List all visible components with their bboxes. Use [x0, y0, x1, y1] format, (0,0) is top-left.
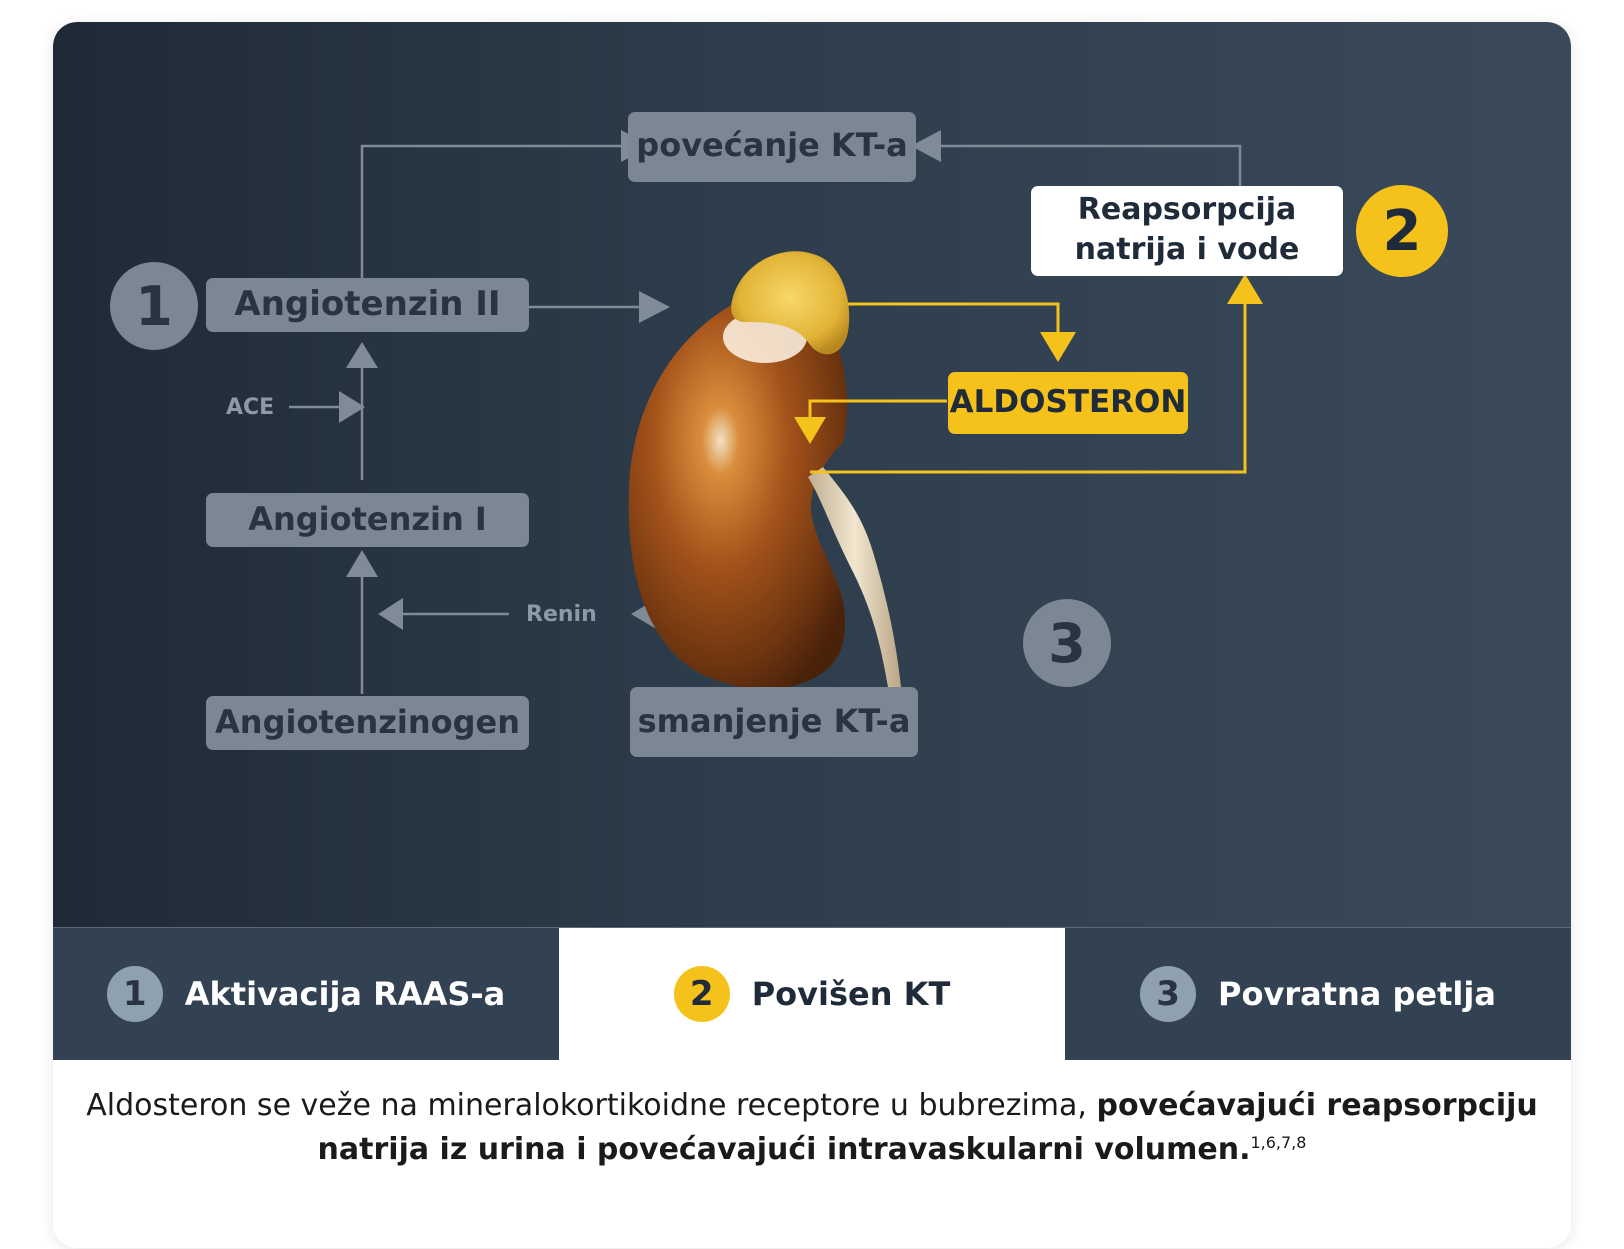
caption-plain: Aldosteron se veže na mineralokortikoidn…	[86, 1088, 1097, 1123]
box-bp-increase	[628, 112, 916, 182]
box-angiotensinogen	[206, 696, 529, 750]
arrowhead-top-right	[911, 130, 941, 162]
kidney-illustration	[628, 251, 901, 689]
raas-diagram: povećanje KT-a Reapsorpcija natrija i vo…	[53, 22, 1571, 927]
box-bp-decrease	[630, 687, 918, 757]
reabsorption-line1: Reapsorpcija	[1077, 192, 1297, 227]
tab-3-number: 3	[1140, 966, 1197, 1022]
gray-connectors	[289, 144, 1242, 694]
reabsorption-line2: natrija i vode	[1074, 232, 1300, 267]
marker-1-number: 1	[135, 274, 173, 338]
tab-3-label: Povratna petlja	[1218, 975, 1496, 1013]
marker-2-number: 2	[1382, 198, 1422, 264]
arrowhead-to-ang2	[346, 342, 378, 368]
box-angiotensin2	[206, 278, 529, 332]
kidney-shape	[628, 288, 847, 689]
diagram-graphics	[110, 112, 1448, 757]
arrowhead-ang2-kidney	[639, 291, 670, 323]
line-ang2-to-top	[360, 144, 621, 280]
line-aldo-to-kidney	[808, 399, 947, 417]
tab-feedback-loop[interactable]: 3 Povratna petlja	[1065, 928, 1571, 1060]
ace-label: ACE	[226, 395, 275, 420]
angiotensin2-label: Angiotenzin II	[234, 284, 501, 324]
tab-1-number: 1	[106, 966, 163, 1022]
yellow-arrowheads	[794, 274, 1263, 444]
reabsorption-label: Reapsorpcija natrija i vode	[1031, 190, 1343, 270]
caption-text: Aldosteron se veže na mineralokortikoidn…	[53, 1084, 1571, 1172]
arrowhead-to-kidney	[794, 417, 826, 444]
bp-decrease-label: smanjenje KT-a	[637, 702, 911, 740]
arrowhead-ace	[339, 391, 365, 423]
line-kidney-to-reabs	[810, 304, 1247, 474]
arrowhead-renin-left	[378, 598, 403, 630]
renin-label: Renin	[526, 602, 597, 627]
yellow-connectors	[808, 302, 1247, 474]
box-reabsorption	[1031, 186, 1343, 276]
arrowhead-to-reabs	[1227, 274, 1263, 304]
tab-1-label: Aktivacija RAAS-a	[184, 975, 506, 1013]
aldosterone-label: ALDOSTERON	[949, 384, 1187, 420]
tab-2-label: Povišen KT	[751, 975, 951, 1013]
arrowhead-to-aldo	[1040, 332, 1076, 362]
angiotensinogen-label: Angiotenzinogen	[215, 703, 520, 741]
box-aldosterone	[948, 372, 1188, 434]
marker-1-circle	[110, 262, 198, 350]
diagram-card: povećanje KT-a Reapsorpcija natrija i vo…	[53, 22, 1571, 1248]
box-angiotensin1	[206, 493, 529, 547]
caption-references: 1,6,7,8	[1250, 1133, 1307, 1152]
caption-bold: povećavajući reapsorpciju natrija iz uri…	[317, 1088, 1538, 1167]
arrowhead-to-ang1	[346, 550, 378, 577]
adrenal-gland	[731, 251, 850, 355]
tab-elevated-bp[interactable]: 2 Povišen KT	[559, 928, 1065, 1060]
marker-3-circle	[1023, 599, 1111, 687]
angiotensin1-label: Angiotenzin I	[248, 500, 487, 538]
line-adrenal-to-aldo	[848, 302, 1060, 332]
tab-2-number: 2	[673, 966, 730, 1022]
ureter-shape	[808, 467, 901, 687]
line-reabs-to-top	[941, 144, 1242, 192]
tab-raas-activation[interactable]: 1 Aktivacija RAAS-a	[53, 928, 559, 1060]
marker-2-circle	[1356, 185, 1448, 277]
bp-increase-label: povećanje KT-a	[636, 126, 908, 164]
step-tabs: 1 Aktivacija RAAS-a 2 Povišen KT 3 Povra…	[53, 927, 1571, 1060]
marker-3-number: 3	[1048, 611, 1086, 675]
